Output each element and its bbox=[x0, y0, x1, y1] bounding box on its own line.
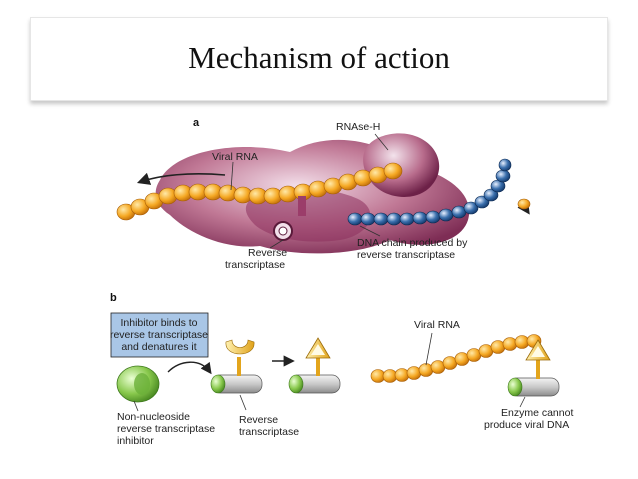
rnase-h-label: RNAse-H bbox=[336, 121, 380, 133]
reverse-transcriptase-cylinder-3 bbox=[507, 339, 560, 397]
reverse-label-a: Reverse bbox=[248, 247, 287, 259]
dna-chain-label-1: DNA chain produced by bbox=[357, 237, 468, 249]
reverse-label-b: Reverse bbox=[239, 414, 278, 426]
nnrti-label-3: inhibitor bbox=[117, 435, 154, 447]
binding-arrow bbox=[167, 361, 212, 375]
transcriptase-label-b: transcriptase bbox=[239, 426, 299, 438]
rna-bead-end bbox=[517, 198, 531, 210]
nnrti-inhibitor bbox=[116, 365, 160, 403]
panel-a: a bbox=[116, 117, 531, 271]
inhibitor-info-box bbox=[110, 312, 209, 358]
enzyme-cannot-label-2: produce viral DNA bbox=[484, 419, 569, 431]
nnrti-label-1: Non-nucleoside bbox=[117, 411, 190, 423]
panel-a-letter: a bbox=[193, 117, 200, 129]
panel-b-letter: b bbox=[110, 292, 117, 304]
nnrti-label-2: reverse transcriptase bbox=[117, 423, 215, 435]
dna-chain-label-2: reverse transcriptase bbox=[357, 249, 455, 261]
title-box: Mechanism of action bbox=[30, 17, 608, 101]
viral-rna-strand-b bbox=[370, 334, 542, 383]
transcriptase-label-a: transcriptase bbox=[225, 259, 285, 271]
rna-direction-arrow bbox=[136, 172, 226, 185]
viral-rna-label-b: Viral RNA bbox=[414, 319, 460, 331]
enzyme-stalk bbox=[298, 196, 306, 216]
slide-title: Mechanism of action bbox=[188, 40, 450, 75]
reverse-transcriptase-cylinder-2 bbox=[288, 337, 341, 394]
viral-rna-strand bbox=[116, 162, 403, 221]
open-receptor-icon bbox=[225, 339, 255, 355]
dna-chain bbox=[347, 158, 512, 226]
viral-rna-label-a: Viral RNA bbox=[212, 151, 258, 163]
enzyme-cannot-label-1: Enzyme cannot bbox=[501, 407, 573, 419]
inhibitor-box-line-2: reverse transcriptase bbox=[110, 329, 208, 341]
panel-b: b Inhibitor binds to reverse transcripta… bbox=[110, 292, 573, 447]
inhibitor-box-line-1: Inhibitor binds to bbox=[120, 317, 197, 329]
reverse-transcriptase-cylinder-1 bbox=[210, 339, 263, 394]
inhibitor-box-line-3: and denatures it bbox=[121, 341, 196, 353]
